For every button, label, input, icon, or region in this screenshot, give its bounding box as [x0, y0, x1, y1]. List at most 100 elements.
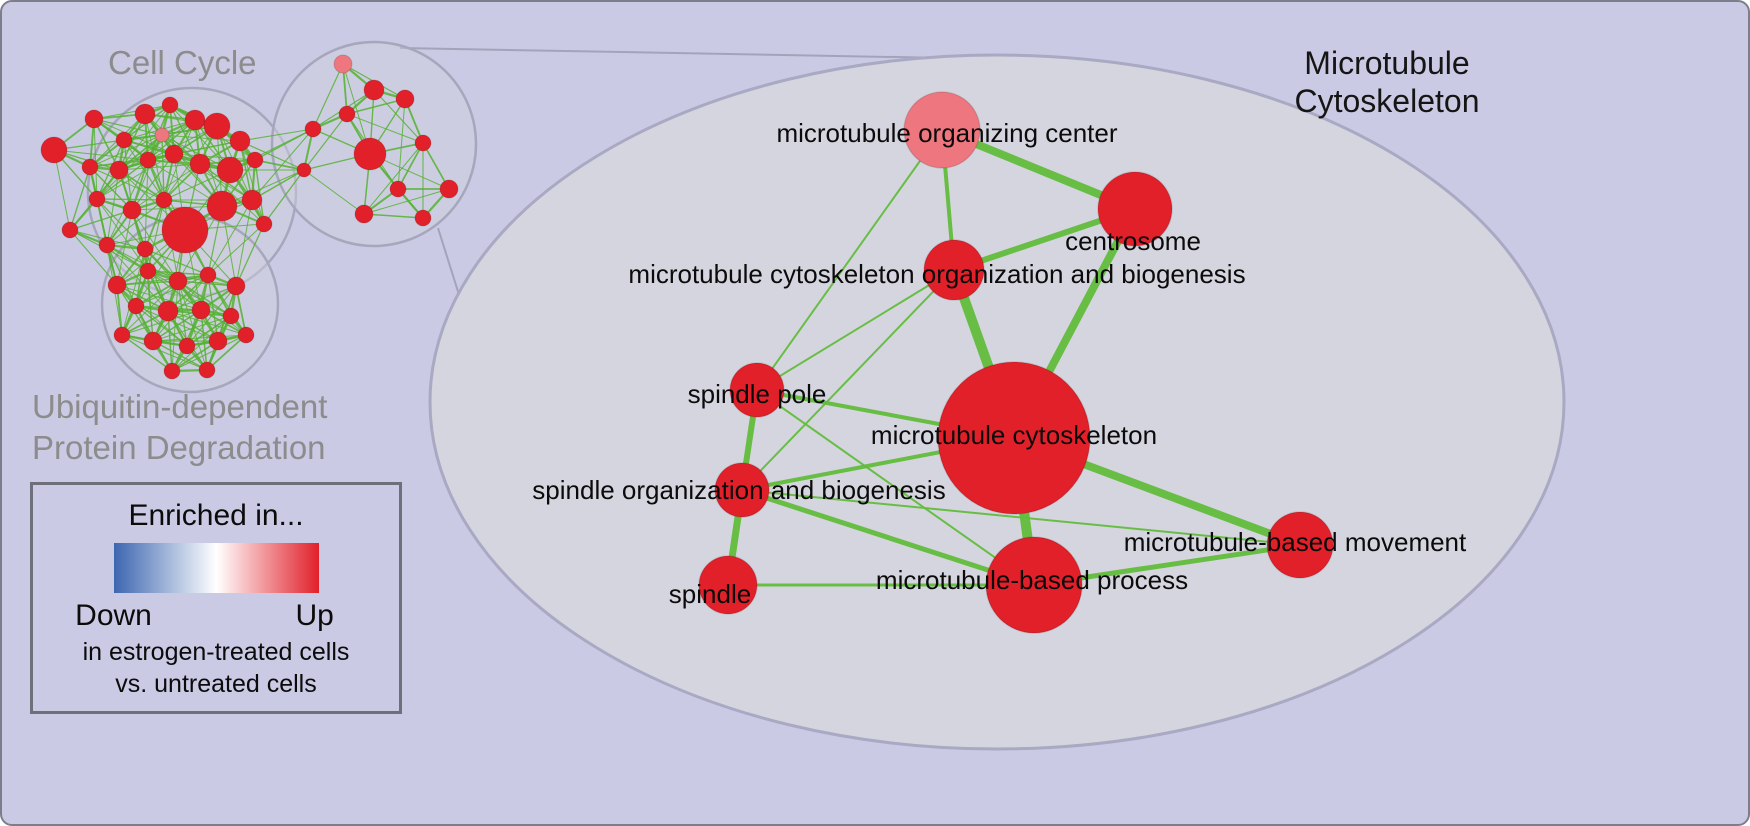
- edge-mcob-spindle_pole: [756, 269, 955, 391]
- mini-edge: [239, 140, 265, 225]
- legend: Enriched in... Down Up in estrogen-treat…: [30, 482, 402, 714]
- mini-node: [206, 190, 238, 222]
- mini-edge: [69, 166, 91, 231]
- mini-edge: [131, 153, 175, 211]
- mini-node: [198, 361, 216, 379]
- mini-edge: [303, 113, 348, 171]
- mini-edge: [144, 248, 209, 276]
- mini-edge: [118, 134, 163, 171]
- mini-node: [439, 179, 459, 199]
- edge-mcob-sob: [741, 269, 955, 491]
- mini-node: [161, 96, 179, 114]
- mini-edge: [397, 98, 406, 190]
- mini-edge: [363, 188, 450, 215]
- mini-edge: [152, 315, 232, 342]
- mini-node: [296, 162, 312, 178]
- mini-node: [414, 134, 432, 152]
- mini-edge: [161, 134, 165, 201]
- mini-edge: [167, 285, 237, 312]
- mini-edge: [135, 274, 209, 307]
- mini-edge: [106, 244, 137, 307]
- mini-edge: [116, 284, 188, 347]
- mini-node: [246, 151, 264, 169]
- mini-node: [163, 362, 181, 380]
- mini-edge: [106, 199, 165, 246]
- ubiquitin-label-line2: Protein Degradation: [32, 429, 326, 466]
- mini-edge: [116, 274, 209, 286]
- mini-edge: [69, 229, 118, 286]
- mini-node: [40, 136, 68, 164]
- mini-edge: [173, 153, 253, 201]
- mini-edge: [177, 280, 188, 347]
- node-mc: [937, 361, 1091, 515]
- mini-edge: [96, 159, 149, 200]
- cluster-label-microtubule: Microtubule Cytoskeleton: [1237, 44, 1537, 120]
- node-spindle_pole: [729, 362, 785, 418]
- mini-edge: [144, 199, 165, 250]
- mini-edge: [89, 134, 163, 168]
- mini-edge: [69, 209, 133, 231]
- legend-subtitle-line1: in estrogen-treated cells: [82, 638, 350, 666]
- mini-edge: [93, 118, 98, 200]
- mini-edge: [144, 248, 169, 312]
- mini-edge: [152, 309, 202, 342]
- legend-up-label: Up: [295, 599, 334, 632]
- microtubule-label-line1: Microtubule: [1304, 45, 1470, 81]
- node-centrosome: [1097, 171, 1173, 247]
- node-label-centrosome: centrosome: [1065, 226, 1201, 256]
- mini-edge: [53, 149, 71, 231]
- mini-node: [88, 190, 106, 208]
- legend-axis-labels: Down Up: [75, 599, 334, 635]
- node-spindle: [698, 555, 758, 615]
- mini-edge: [373, 89, 424, 144]
- mini-node: [191, 300, 211, 320]
- mini-node: [139, 151, 157, 169]
- mini-edge: [89, 166, 165, 201]
- edge-sob-mbp: [739, 487, 1037, 588]
- mini-edge: [254, 159, 305, 171]
- mini-edge: [131, 134, 163, 211]
- mini-edge: [239, 140, 305, 171]
- edge-spindle_pole-mbp: [756, 389, 1035, 586]
- callout-line: [399, 47, 1003, 60]
- mini-edge: [207, 223, 265, 276]
- mini-node: [229, 130, 251, 152]
- legend-subtitle-line2: vs. untreated cells: [115, 670, 317, 698]
- mini-node: [226, 276, 246, 296]
- mini-edge: [171, 334, 247, 372]
- mini-node: [168, 271, 188, 291]
- mini-edge: [251, 128, 314, 201]
- mini-edge: [121, 248, 146, 336]
- mini-node: [136, 240, 154, 258]
- mini-edge: [235, 223, 265, 287]
- mini-edge: [254, 128, 314, 161]
- mini-edge: [93, 104, 171, 120]
- mini-node: [161, 206, 209, 254]
- node-mcob: [923, 239, 985, 301]
- node-label-mbm: microtubule-based movement: [1124, 527, 1467, 557]
- mini-edge: [171, 340, 219, 372]
- mini-edge: [89, 153, 175, 168]
- mini-edge: [121, 309, 202, 336]
- node-mbm: [1266, 511, 1334, 579]
- mini-node: [134, 103, 156, 125]
- mini-node: [143, 331, 163, 351]
- mini-node: [109, 160, 129, 180]
- mini-node: [354, 204, 374, 224]
- mini-edge: [363, 142, 424, 215]
- node-moc: [903, 91, 981, 169]
- mini-edge: [131, 163, 201, 211]
- mini-node: [222, 307, 240, 325]
- mini-node: [81, 158, 99, 176]
- mini-edge: [116, 284, 202, 311]
- mini-node: [203, 112, 231, 140]
- node-label-spindle: spindle: [669, 579, 751, 609]
- mini-edge: [346, 98, 406, 115]
- node-label-sob: spindle organization and biogenesis: [532, 475, 945, 505]
- mini-node: [155, 191, 173, 209]
- mini-node: [122, 200, 142, 220]
- mini-node: [113, 326, 131, 344]
- microtubule-label-line2: Cytoskeleton: [1294, 83, 1480, 119]
- node-label-mbp: microtubule-based process: [876, 565, 1188, 595]
